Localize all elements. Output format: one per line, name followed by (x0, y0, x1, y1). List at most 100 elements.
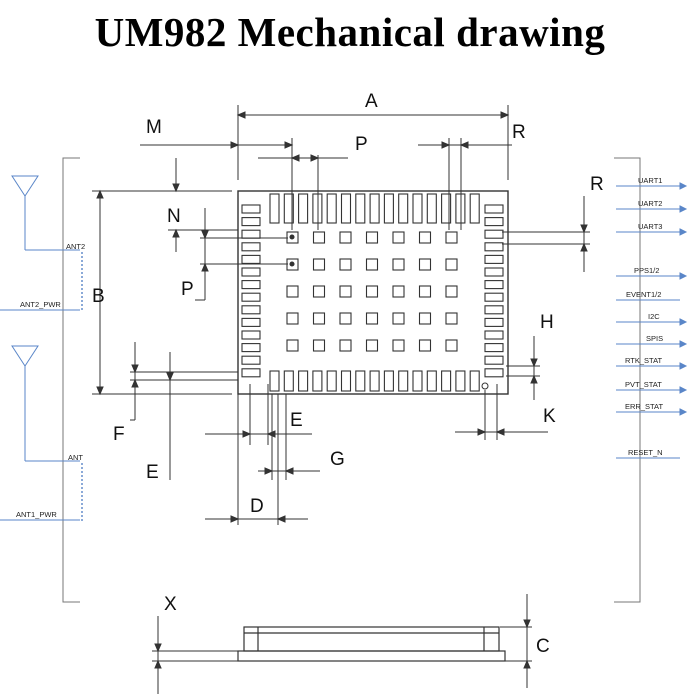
inner-pad (392, 258, 405, 271)
pad-reference-dot (289, 234, 295, 240)
inner-pad (365, 285, 379, 298)
top-pad (355, 193, 366, 224)
right-pad (484, 317, 504, 327)
bottom-pad (426, 370, 437, 392)
inner-pad (418, 312, 432, 325)
bottom-pad (441, 370, 452, 392)
left-pad (241, 368, 261, 378)
bottom-pad (355, 370, 366, 392)
signal-err-stat: ERR_STAT (625, 402, 663, 411)
dim-label-b: B (92, 286, 105, 307)
signal-reset-n: RESET_N (628, 448, 663, 457)
dim-label-p-left: P (181, 279, 194, 300)
left-pad (241, 343, 261, 353)
top-pad (298, 193, 309, 224)
inner-pad (418, 231, 432, 244)
inner-pad (445, 231, 458, 244)
right-pad (484, 368, 504, 378)
left-pad (241, 355, 261, 365)
inner-pad (392, 339, 405, 352)
bottom-pad (326, 370, 337, 392)
left-pad (241, 292, 261, 302)
dim-label-m: M (146, 117, 162, 138)
dim-label-k: K (543, 406, 556, 427)
right-pad (484, 355, 504, 365)
right-pad (484, 280, 504, 290)
pad-reference-dot (289, 261, 295, 267)
inner-pad (339, 231, 352, 244)
module-pads (241, 193, 504, 392)
signal-ant: ANT (68, 453, 83, 462)
inner-pad (365, 231, 379, 244)
inner-pad (286, 312, 299, 325)
bottom-pad (369, 370, 380, 392)
inner-pad (312, 231, 326, 244)
inner-pad (286, 339, 299, 352)
dim-label-r-top: R (512, 122, 526, 143)
right-pad (484, 229, 504, 239)
top-pad (283, 193, 294, 224)
inner-pad (286, 285, 299, 298)
inner-pad (392, 285, 405, 298)
left-pad (241, 267, 261, 277)
inner-pad (312, 312, 326, 325)
dim-label-x: X (164, 594, 177, 615)
inner-pad (445, 339, 458, 352)
bottom-pad (312, 370, 323, 392)
antenna-1-icon (11, 345, 80, 462)
signal-spis: SPIS (646, 334, 663, 343)
inner-pad (418, 285, 432, 298)
signal-uart2: UART2 (638, 199, 662, 208)
signal-rtk-stat: RTK_STAT (625, 356, 663, 365)
top-pad (326, 193, 337, 224)
inner-pad (312, 285, 326, 298)
left-pad (241, 204, 261, 214)
right-signal-labels: UART1 UART2 UART3 PPS1/2 EVENT1/2 I2C SP… (625, 176, 663, 457)
bottom-pad (383, 370, 394, 392)
pin1-marker (481, 382, 489, 390)
signal-ant2-pwr: ANT2_PWR (20, 300, 61, 309)
left-pad (241, 217, 261, 227)
top-pad (441, 193, 452, 224)
bottom-pad (298, 370, 309, 392)
left-pad (241, 330, 261, 340)
inner-pad (312, 339, 326, 352)
dim-label-a: A (365, 91, 378, 112)
top-pad (455, 193, 466, 224)
signal-i2c: I2C (648, 312, 660, 321)
page-title: UM982 Mechanical drawing (94, 9, 606, 55)
left-pad (241, 305, 261, 315)
bottom-pad (455, 370, 466, 392)
left-pad (241, 229, 261, 239)
bottom-pad (340, 370, 352, 392)
bottom-pad (469, 370, 480, 392)
inner-pad (339, 339, 352, 352)
right-pad (484, 204, 504, 214)
inner-pad (418, 258, 432, 271)
inner-pad (445, 285, 458, 298)
bottom-pad (269, 370, 280, 392)
signal-uart1: UART1 (638, 176, 662, 185)
bottom-pad (283, 370, 294, 392)
dim-label-c: C (536, 636, 550, 657)
inner-pad (392, 312, 405, 325)
right-pad (484, 343, 504, 353)
inner-pad (339, 312, 352, 325)
right-pad (484, 254, 504, 264)
inner-pad (365, 339, 379, 352)
module-outline (237, 190, 509, 395)
right-pad (484, 217, 504, 227)
right-pad (484, 267, 504, 277)
top-pad (383, 193, 394, 224)
left-pad (241, 254, 261, 264)
signal-uart3: UART3 (638, 222, 662, 231)
module-side-view (237, 626, 506, 662)
signal-ant2: ANT2 (66, 242, 85, 251)
inner-pad (392, 231, 405, 244)
right-bracket (614, 157, 641, 603)
bottom-pad (398, 370, 409, 392)
dimension-lines (92, 105, 590, 694)
right-pad (484, 305, 504, 315)
inner-pad (445, 312, 458, 325)
